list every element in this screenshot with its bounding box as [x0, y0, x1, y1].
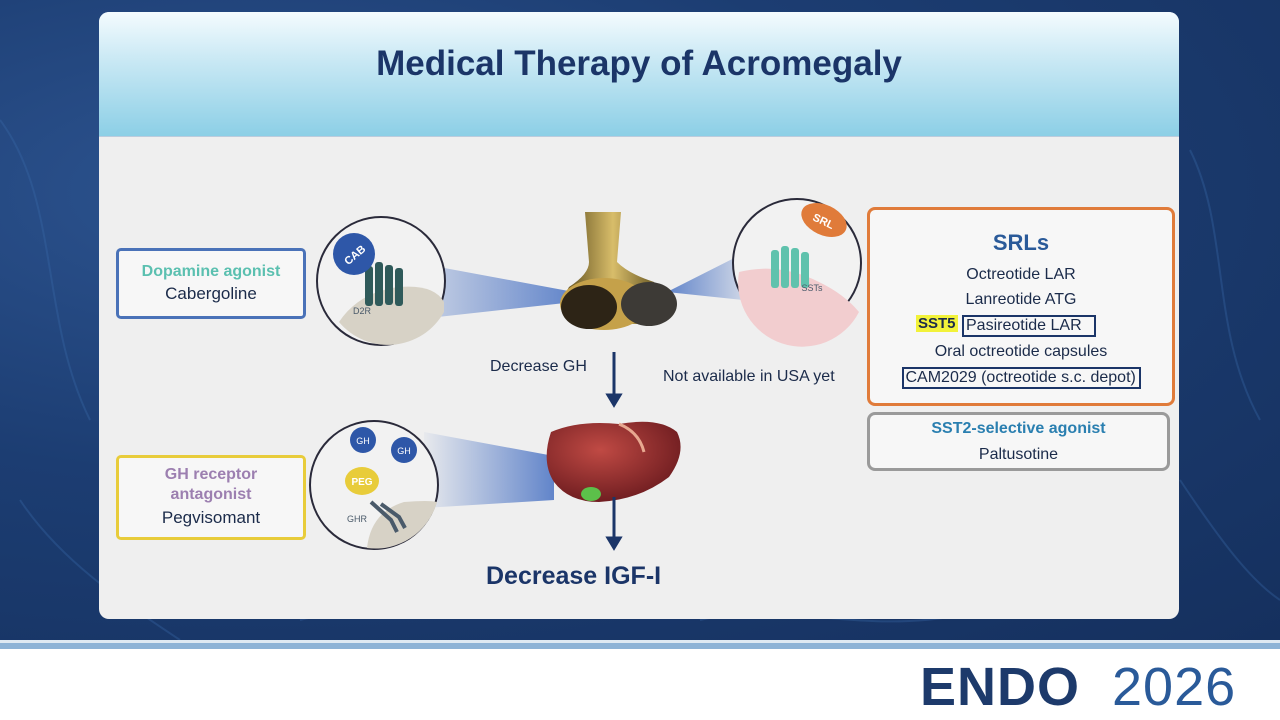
cab-receptor-circle — [316, 216, 446, 346]
footer-bar — [0, 640, 1280, 720]
peg-ligand-label: PEG — [351, 477, 372, 488]
slide-panel: Medical Therapy of Acromegaly Dopamine a… — [99, 12, 1179, 619]
srls-heading: SRLs — [992, 230, 1050, 255]
sst2-agonist-box: SST2-selective agonist Paltusotine — [867, 412, 1170, 471]
ghr-label: GHR — [347, 514, 368, 524]
lanreotide-atg-label: Lanreotide ATG — [965, 291, 1077, 308]
liver-illustration — [546, 421, 681, 502]
dopamine-agonist-box: Dopamine agonist Cabergoline — [116, 248, 306, 319]
slide-title: Medical Therapy of Acromegaly — [376, 44, 902, 83]
cab-ligand — [333, 233, 375, 275]
peg-ligand — [345, 467, 379, 495]
cabergoline-label: Cabergoline — [165, 284, 257, 303]
srl-ligand — [801, 203, 847, 237]
sst2-heading: SST2-selective agonist — [931, 420, 1106, 437]
ssts-label: SSTs — [801, 283, 823, 293]
footer-stripe-light — [0, 640, 1280, 643]
d2r-receptor-icon — [365, 262, 403, 306]
pasireotide-row: SST5 Pasireotide LAR — [870, 315, 1172, 337]
pituitary-illustration — [560, 212, 677, 330]
gh-antagonist-heading-1: GH receptor — [164, 466, 258, 483]
oral-octreotide-label: Oral octreotide capsules — [934, 343, 1108, 360]
decrease-gh-label: Decrease GH — [490, 358, 587, 375]
pegvisomant-label: Pegvisomant — [161, 508, 261, 527]
srls-box: SRLs Octreotide LAR Lanreotide ATG SST5 … — [867, 207, 1175, 406]
endo-logo-word: ENDO — [920, 657, 1081, 717]
beam-peg — [424, 432, 554, 508]
arrow-down-igf — [605, 497, 623, 551]
srl-receptor-circle — [732, 198, 862, 347]
peg-receptor-circle — [309, 420, 439, 550]
gh-ligand-1-label: GH — [356, 436, 370, 446]
octreotide-lar-label: Octreotide LAR — [966, 266, 1076, 283]
title-band: Medical Therapy of Acromegaly — [99, 12, 1179, 137]
arrow-down-gh — [605, 352, 623, 408]
not-available-label: Not available in USA yet — [663, 368, 835, 385]
gallbladder — [581, 487, 601, 501]
paltusotine-label: Paltusotine — [978, 446, 1059, 463]
sst-receptor-icon — [771, 246, 809, 288]
endo-logo-year: 2026 — [1112, 657, 1237, 717]
footer-stripe — [0, 643, 1280, 649]
gh-antagonist-heading-2: antagonist — [170, 486, 252, 503]
d2r-label: D2R — [353, 306, 372, 316]
gh-ligand-2-label: GH — [397, 446, 411, 456]
diagram-svg: CAB D2R SRL SSTs — [309, 198, 862, 551]
dopamine-agonist-heading: Dopamine agonist — [141, 263, 281, 280]
sst5-tag: SST5 — [916, 315, 958, 332]
pasireotide-lar-label: Pasireotide LAR — [962, 315, 1096, 337]
gh-receptor-antagonist-box: GH receptor antagonist Pegvisomant — [116, 455, 306, 540]
gh-ligand-1 — [350, 427, 376, 453]
decrease-igf-label: Decrease IGF-I — [486, 562, 662, 590]
gh-ligand-2 — [391, 437, 417, 463]
cam2029-label: CAM2029 (octreotide s.c. depot) — [901, 367, 1141, 389]
